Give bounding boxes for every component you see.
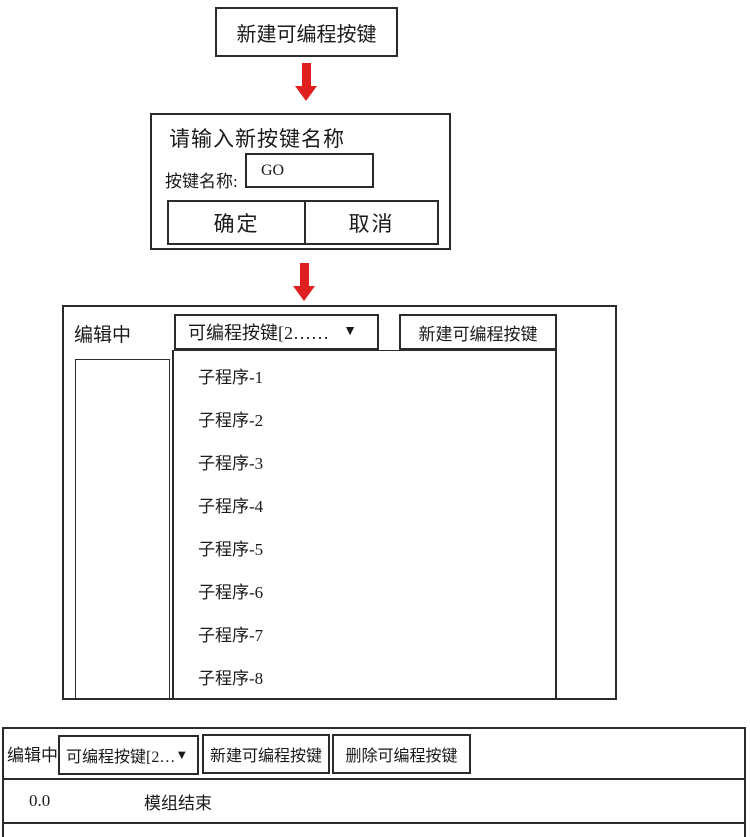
flow-arrow-down-icon <box>293 263 315 301</box>
program-line-row[interactable]: 0.0 模组结束 <box>4 780 744 824</box>
list-item[interactable]: 子程序-1 <box>198 368 264 387</box>
list-item[interactable]: 子程序-6 <box>198 583 264 602</box>
list-item[interactable]: 子程序-8 <box>198 669 264 688</box>
new-programmable-key-button[interactable]: 新建可编程按键 <box>202 734 330 774</box>
subprogram-dropdown-list: 子程序-1 子程序-2 子程序-3 子程序-4 子程序-5 子程序-6 子程序-… <box>172 350 557 700</box>
arrow-shaft <box>301 63 311 86</box>
chevron-down-icon: ▼ <box>175 747 189 762</box>
list-item[interactable]: 子程序-2 <box>198 411 264 430</box>
dialog-title: 请输入新按键名称 <box>169 127 345 151</box>
line-number: 0.0 <box>29 791 51 810</box>
line-statement: 模组结束 <box>144 793 212 813</box>
arrow-head <box>293 286 315 301</box>
editing-status-label: 编辑中 <box>74 325 132 346</box>
dropdown-value: 可编程按键[2…… <box>188 323 329 343</box>
delete-programmable-key-button[interactable]: 删除可编程按键 <box>332 734 471 774</box>
editor-panel: 编辑中 可编程按键[2…… ▼ 新建可编程按键 子程序-1 子程序-2 子程序-… <box>62 305 617 700</box>
editor-side-panel <box>75 359 170 699</box>
list-item[interactable]: 子程序-5 <box>198 540 264 559</box>
flow-arrow-down-icon <box>295 63 317 101</box>
cancel-button[interactable]: 取消 <box>348 211 395 236</box>
arrow-shaft <box>299 263 309 286</box>
ok-button[interactable]: 确定 <box>169 202 306 243</box>
list-item[interactable]: 子程序-4 <box>198 497 264 516</box>
key-name-label: 按键名称: <box>165 172 238 191</box>
new-programmable-key-label: 新建可编程按键 <box>236 23 377 46</box>
new-programmable-key-button[interactable]: 新建可编程按键 <box>215 7 398 57</box>
editing-status-label: 编辑中 <box>7 746 58 765</box>
new-programmable-key-button[interactable]: 新建可编程按键 <box>399 314 557 350</box>
bottom-toolbar: 编辑中 可编程按键[2… ▼ 新建可编程按键 删除可编程按键 <box>4 729 744 780</box>
dropdown-value: 可编程按键[2… <box>66 749 176 766</box>
dialog-button-row: 确定 取消 <box>167 200 439 245</box>
programmable-key-dropdown[interactable]: 可编程按键[2…… ▼ <box>174 314 379 350</box>
chevron-down-icon: ▼ <box>343 324 357 339</box>
list-item[interactable]: 子程序-3 <box>198 454 264 473</box>
key-name-input[interactable] <box>245 153 374 188</box>
bottom-editor-section: 编辑中 可编程按键[2… ▼ 新建可编程按键 删除可编程按键 0.0 模组结束 <box>2 727 746 837</box>
new-key-name-dialog: 请输入新按键名称 按键名称: 确定 取消 <box>150 113 451 250</box>
list-item[interactable]: 子程序-7 <box>198 626 264 645</box>
arrow-head <box>295 86 317 101</box>
programmable-key-dropdown[interactable]: 可编程按键[2… ▼ <box>58 735 199 775</box>
